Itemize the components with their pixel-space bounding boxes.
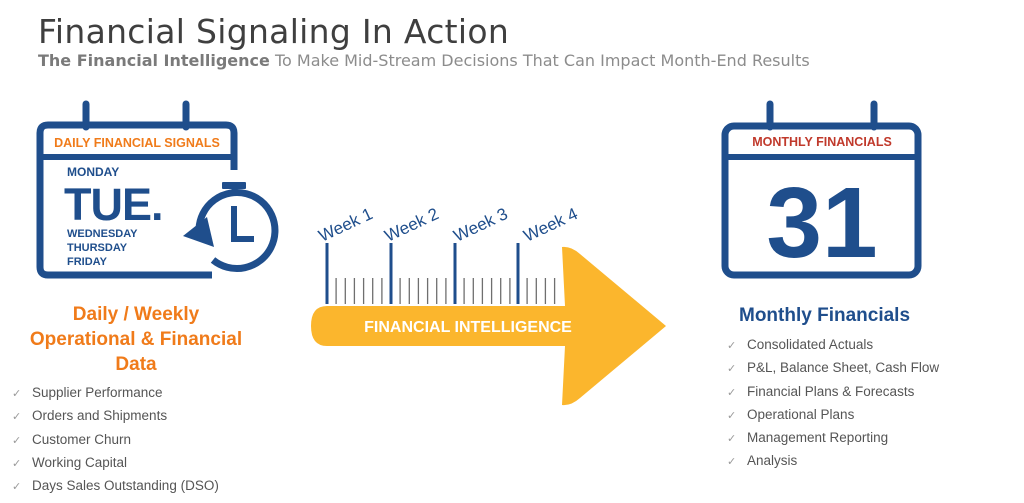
left-heading-line: Daily / Weekly (72, 304, 200, 325)
monthly-financials-list: ✓ Consolidated Actuals ✓ P&L, Balance Shee… (727, 333, 939, 473)
calendar-date: 31 (766, 167, 877, 279)
left-heading-line: Operational & Financial (29, 329, 243, 350)
page-title: Financial Signaling In Action (38, 12, 510, 51)
day-thursday: THURSDAY (67, 242, 128, 254)
left-section-heading: Daily / Weekly Operational & Financial D… (10, 302, 262, 377)
daily-calendar-banner: DAILY FINANCIAL SIGNALS (54, 136, 220, 150)
right-arrow-icon: FINANCIAL INTELLIGENCE (311, 246, 666, 406)
check-icon: ✓ (727, 386, 737, 399)
list-item: ✓ Management Reporting (727, 426, 939, 449)
check-icon: ✓ (12, 481, 22, 494)
week-2-label: Week 2 (382, 204, 442, 245)
day-wednesday: WEDNESDAY (67, 228, 138, 240)
check-icon: ✓ (727, 409, 737, 422)
list-item: ✓ Operational Plans (727, 403, 939, 426)
check-icon: ✓ (727, 433, 737, 446)
check-icon: ✓ (727, 456, 737, 469)
monthly-calendar-icon: MONTHLY FINANCIALS 31 (721, 100, 922, 279)
list-item-label: Financial Plans & Forecasts (747, 383, 915, 399)
check-icon: ✓ (12, 457, 22, 470)
subtitle-rest: To Make Mid-Stream Decisions That Can Im… (269, 51, 810, 70)
week-3-label: Week 3 (451, 204, 511, 245)
list-item-label: Consolidated Actuals (747, 337, 874, 352)
list-item-label: Days Sales Outstanding (DSO) (32, 478, 219, 494)
daily-data-list: ✓ Supplier Performance ✓ Orders and Shipme… (12, 381, 219, 497)
check-icon: ✓ (12, 434, 22, 447)
monthly-calendar-banner: MONTHLY FINANCIALS (752, 135, 892, 149)
list-item: ✓ Customer Churn (12, 428, 219, 451)
list-item-label: Orders and Shipments (32, 408, 168, 424)
day-friday: FRIDAY (67, 256, 108, 268)
week-1-label: Week 1 (316, 204, 376, 245)
week-ticks (325, 243, 520, 304)
left-heading-line: Data (115, 354, 157, 375)
list-item-label: Operational Plans (747, 406, 855, 422)
list-item-label: Customer Churn (32, 431, 132, 447)
day-tuesday: TUE. (64, 179, 163, 230)
list-item: ✓ P&L, Balance Sheet, Cash Flow (727, 356, 939, 379)
list-item-label: Supplier Performance (32, 385, 163, 400)
check-icon: ✓ (727, 363, 737, 376)
list-item: ✓ Days Sales Outstanding (DSO) (12, 474, 219, 497)
list-item: ✓ Consolidated Actuals (727, 333, 939, 356)
week-4-label: Week 4 (521, 204, 581, 245)
day-monday: MONDAY (67, 165, 119, 179)
clock-refresh-icon (183, 182, 279, 273)
subtitle-bold: The Financial Intelligence (38, 51, 270, 70)
list-item-label: Management Reporting (747, 430, 889, 446)
list-item: ✓ Supplier Performance (12, 381, 219, 404)
daily-calendar-icon: DAILY FINANCIAL SIGNALS MONDAY TUE. WEDN… (36, 100, 238, 279)
arrow-label: FINANCIAL INTELLIGENCE (364, 319, 572, 336)
list-item-label: Working Capital (32, 454, 128, 470)
right-section-heading: Monthly Financials (739, 305, 911, 326)
check-icon: ✓ (12, 411, 22, 424)
list-item: ✓ Working Capital (12, 451, 219, 474)
list-item: ✓ Orders and Shipments (12, 404, 219, 427)
check-icon: ✓ (727, 340, 737, 352)
list-item-label: Analysis (747, 453, 798, 469)
list-item: ✓ Analysis (727, 449, 939, 472)
list-item-label: P&L, Balance Sheet, Cash Flow (747, 360, 940, 376)
list-item: ✓ Financial Plans & Forecasts (727, 380, 939, 403)
page-subtitle: The Financial Intelligence To Make Mid-S… (38, 51, 810, 70)
check-icon: ✓ (12, 388, 22, 400)
day-ticks (335, 278, 556, 304)
timeline: Week 1 Week 2 Week 3 Week 4 (316, 204, 581, 304)
